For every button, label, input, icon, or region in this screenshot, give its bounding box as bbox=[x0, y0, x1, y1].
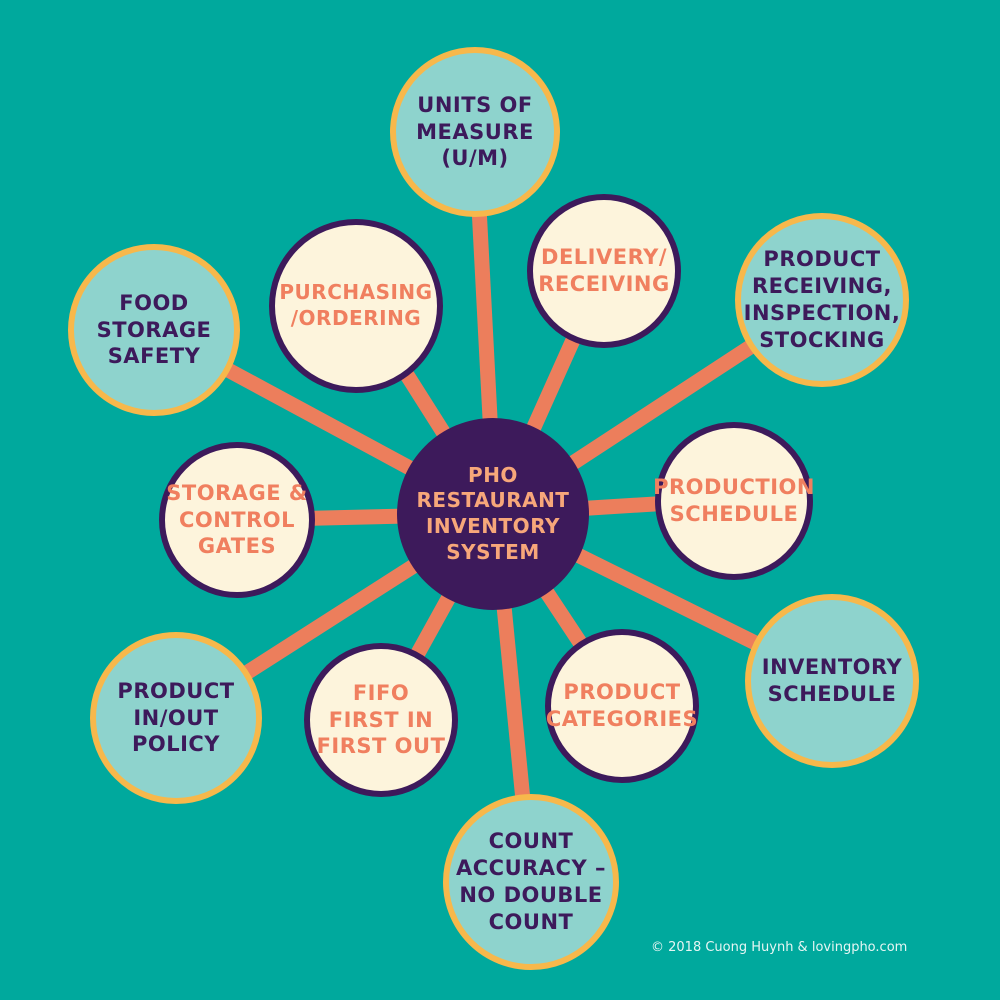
node-fifo-label: FIFO FIRST IN FIRST OUT bbox=[316, 680, 446, 759]
node-product-receiving: PRODUCT RECEIVING, INSPECTION, STOCKING bbox=[735, 213, 909, 387]
copyright-credit: © 2018 Cuong Huynh & lovingpho.com bbox=[651, 940, 908, 955]
node-delivery-receiving: DELIVERY/ RECEIVING bbox=[527, 194, 681, 348]
center-hub-label: PHO RESTAURANT INVENTORY SYSTEM bbox=[416, 462, 570, 564]
node-purchasing: PURCHASING /ORDERING bbox=[269, 219, 443, 393]
node-units-of-measure: UNITS OF MEASURE (U/M) bbox=[390, 47, 560, 217]
node-inventory-schedule: INVENTORY SCHEDULE bbox=[745, 594, 919, 768]
center-hub: PHO RESTAURANT INVENTORY SYSTEM bbox=[397, 418, 589, 610]
node-production-schedule: PRODUCTION SCHEDULE bbox=[653, 422, 815, 580]
node-count-accuracy: COUNT ACCURACY – NO DOUBLE COUNT bbox=[443, 794, 619, 970]
node-product-receiving-label: PRODUCT RECEIVING, INSPECTION, STOCKING bbox=[743, 247, 901, 352]
node-fifo: FIFO FIRST IN FIRST OUT bbox=[304, 643, 458, 797]
node-storage-control: STORAGE & CONTROL GATES bbox=[159, 442, 315, 598]
node-purchasing-label: PURCHASING /ORDERING bbox=[279, 280, 433, 330]
node-storage-control-label: STORAGE & CONTROL GATES bbox=[166, 480, 308, 559]
node-inventory-schedule-label: INVENTORY SCHEDULE bbox=[761, 655, 903, 706]
node-count-accuracy-label: COUNT ACCURACY – NO DOUBLE COUNT bbox=[456, 829, 606, 934]
node-food-storage-label: FOOD STORAGE SAFETY bbox=[96, 290, 212, 369]
node-product-categories: PRODUCT CATEGORIES bbox=[545, 629, 699, 783]
node-product-categories-label: PRODUCT CATEGORIES bbox=[545, 680, 699, 731]
node-product-in-out-label: PRODUCT IN/OUT POLICY bbox=[117, 678, 235, 757]
node-units-of-measure-label: UNITS OF MEASURE (U/M) bbox=[416, 92, 534, 171]
node-production-schedule-label: PRODUCTION SCHEDULE bbox=[653, 475, 815, 526]
node-product-in-out: PRODUCT IN/OUT POLICY bbox=[90, 632, 262, 804]
node-delivery-receiving-label: DELIVERY/ RECEIVING bbox=[538, 245, 670, 296]
node-food-storage: FOOD STORAGE SAFETY bbox=[68, 244, 240, 416]
